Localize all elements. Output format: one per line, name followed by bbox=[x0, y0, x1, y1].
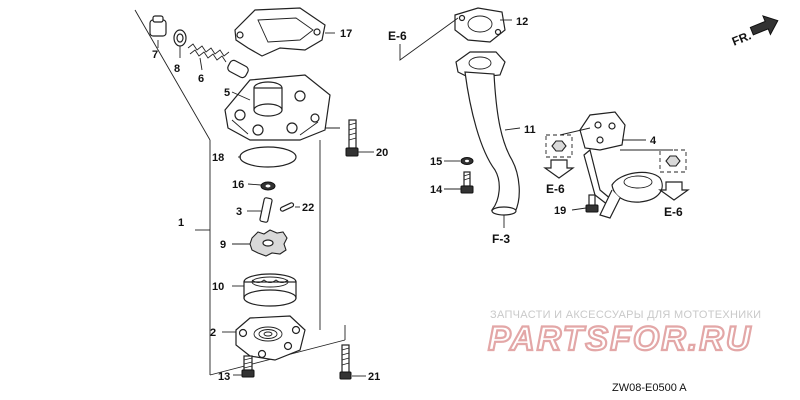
pump-shaft-part bbox=[259, 197, 273, 223]
part-label-10: 10 bbox=[212, 281, 224, 293]
washer-part bbox=[260, 181, 276, 191]
part-label-1: 1 bbox=[178, 217, 184, 229]
part-label-22: 22 bbox=[302, 202, 314, 214]
ref-e6-top: E-6 bbox=[388, 29, 407, 43]
part-label-19: 19 bbox=[554, 205, 566, 217]
nut-left bbox=[545, 134, 573, 158]
leader-lines-right bbox=[444, 19, 673, 211]
part-label-11: 11 bbox=[524, 124, 536, 136]
part-label-2: 2 bbox=[210, 327, 216, 339]
cap-part bbox=[149, 15, 167, 37]
relief-spring-part bbox=[187, 43, 230, 63]
reference-arrow-right bbox=[658, 181, 690, 201]
inner-rotor-part bbox=[249, 229, 288, 257]
ref-e6-right: E-6 bbox=[664, 205, 683, 219]
part-label-16: 16 bbox=[232, 179, 244, 191]
oil-strainer-part bbox=[599, 171, 663, 219]
watermark-subtitle: ЗАПЧАСТИ И АКСЕССУАРЫ ДЛЯ МОТОТЕХНИКИ bbox=[490, 309, 761, 321]
part-label-14: 14 bbox=[430, 184, 443, 196]
leader-lines-left bbox=[157, 32, 374, 377]
relief-valve-part bbox=[227, 59, 249, 79]
direction-label: FR. bbox=[730, 28, 753, 48]
drive-pin-part bbox=[279, 202, 295, 212]
pump-body-part bbox=[224, 74, 331, 141]
watermark-brand: PARTSFOR.RU bbox=[488, 320, 752, 358]
reference-arrow-left bbox=[543, 159, 575, 179]
body-oring-part bbox=[239, 146, 297, 168]
reference-labels: E-6 E-6 E-6 F-3 bbox=[388, 29, 683, 246]
pipe-bolt-part bbox=[460, 171, 474, 194]
part-label-4: 4 bbox=[650, 135, 657, 147]
part-label-13: 13 bbox=[218, 371, 230, 383]
pipe-washer-part bbox=[460, 157, 474, 165]
pipe-gasket-part bbox=[454, 7, 506, 43]
part-label-15: 15 bbox=[430, 156, 442, 168]
part-label-5: 5 bbox=[224, 87, 230, 99]
ref-e6-left: E-6 bbox=[546, 182, 565, 196]
long-bolt-part bbox=[339, 344, 352, 380]
part-label-3: 3 bbox=[236, 206, 242, 218]
ref-f3: F-3 bbox=[492, 232, 510, 246]
diagram-code: ZW08-E0500 A bbox=[612, 382, 687, 394]
reference-arrow-top bbox=[399, 17, 459, 61]
oil-pipe-part bbox=[455, 51, 520, 216]
strainer-bracket-part bbox=[579, 111, 626, 206]
part-label-9: 9 bbox=[220, 239, 226, 251]
flange-bolt-part bbox=[345, 119, 359, 157]
part-label-21: 21 bbox=[368, 371, 380, 383]
cover-bolt-part bbox=[241, 355, 255, 378]
part-label-17: 17 bbox=[340, 28, 352, 40]
part-label-18: 18 bbox=[212, 152, 224, 164]
part-number-labels: 1 2 3 4 5 6 7 8 9 10 11 12 13 14 15 16 1… bbox=[152, 16, 657, 383]
part-label-12: 12 bbox=[516, 16, 528, 28]
part-label-7: 7 bbox=[152, 49, 158, 61]
seal-ring-part bbox=[173, 29, 187, 47]
outer-rotor-part bbox=[243, 273, 297, 307]
strainer-bolt-part bbox=[585, 194, 599, 213]
front-direction-indicator: FR. bbox=[730, 15, 779, 49]
part-label-20: 20 bbox=[376, 147, 388, 159]
part-label-8: 8 bbox=[174, 63, 180, 75]
watermark: ЗАПЧАСТИ И АКСЕССУАРЫ ДЛЯ МОТОТЕХНИКИ PA… bbox=[487, 309, 761, 359]
pump-gasket-part bbox=[234, 7, 326, 57]
nut-right bbox=[659, 149, 687, 173]
part-label-6: 6 bbox=[198, 73, 204, 85]
pump-cover-part bbox=[235, 315, 306, 361]
